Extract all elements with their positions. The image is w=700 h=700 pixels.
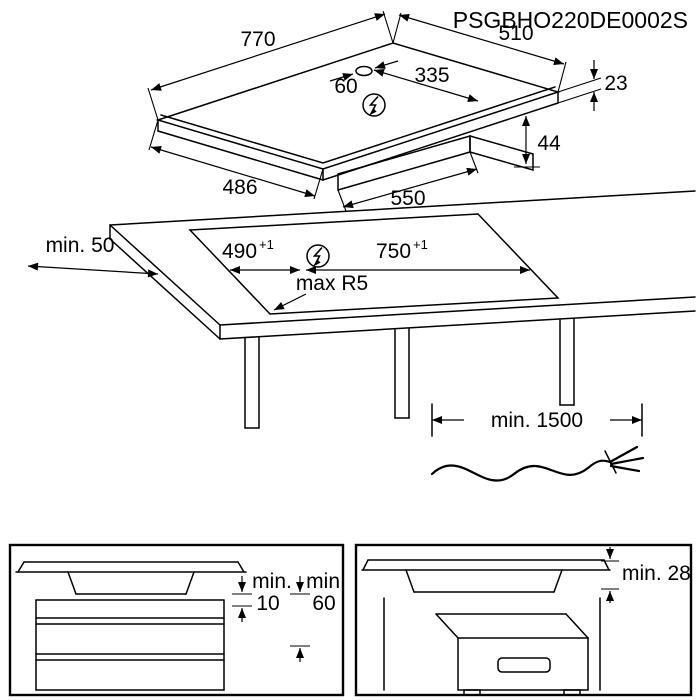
oven-handle (497, 657, 551, 673)
oven-gap-label: min. 28 (622, 562, 691, 585)
hob-width-label: 770 (240, 28, 275, 51)
mains-cable-icon (430, 445, 645, 482)
shelf-gap-prefix-label: min. (306, 570, 346, 593)
hob-glass-bevel (160, 86, 556, 164)
cutout-depth-label: 490 (222, 240, 257, 263)
worktop-cutout-view: min. 50 490 +1 750 +1 max R5 (27, 190, 696, 429)
worktop-cutout (188, 213, 560, 315)
cutout-width-label: 750 (376, 240, 411, 263)
drawer-cabinet (35, 599, 225, 691)
hob-depth-label: 510 (498, 22, 533, 45)
drawer-gap-prefix-label: min. (252, 570, 292, 593)
glass-thickness-label: 23 (604, 72, 627, 95)
gland-offset-a-label: 60 (334, 75, 357, 98)
table-legs (244, 318, 575, 429)
drawer-clearance-view: min. 10 min. 60 (8, 543, 346, 697)
cutout-width-tolerance: +1 (413, 237, 428, 252)
product-code: PSGBHO220DE0002S (453, 7, 688, 33)
wall-clearance-label: min. 50 (46, 234, 115, 257)
casing-height-label: 44 (537, 132, 561, 155)
hob-casing-front (337, 135, 471, 191)
corner-radius-label: max R5 (296, 272, 368, 295)
cable-gland-hole (355, 65, 373, 77)
casing-depth-label: 486 (222, 176, 257, 199)
drawer-clearance-frame (8, 543, 345, 697)
cutout-depth-tolerance: +1 (259, 237, 274, 252)
casing-width-label: 550 (390, 187, 425, 210)
cable-length-label: min. 1500 (491, 409, 583, 432)
gland-offset-b-label: 335 (414, 64, 449, 87)
hob-casing-side (469, 135, 534, 171)
drawer-gap-value-label: 10 (256, 592, 279, 615)
shelf-gap-value-label: 60 (312, 592, 335, 615)
oven-clearance-view: min. 28 (354, 543, 693, 697)
built-in-oven (435, 613, 589, 696)
power-connection-icon (306, 244, 330, 268)
hob-isometric-view: 770 510 60 335 23 44 486 (147, 10, 628, 212)
oven-clearance-frame (354, 543, 693, 697)
power-connection-icon (362, 93, 386, 117)
mains-cable-view: min. 1500 (430, 403, 645, 482)
